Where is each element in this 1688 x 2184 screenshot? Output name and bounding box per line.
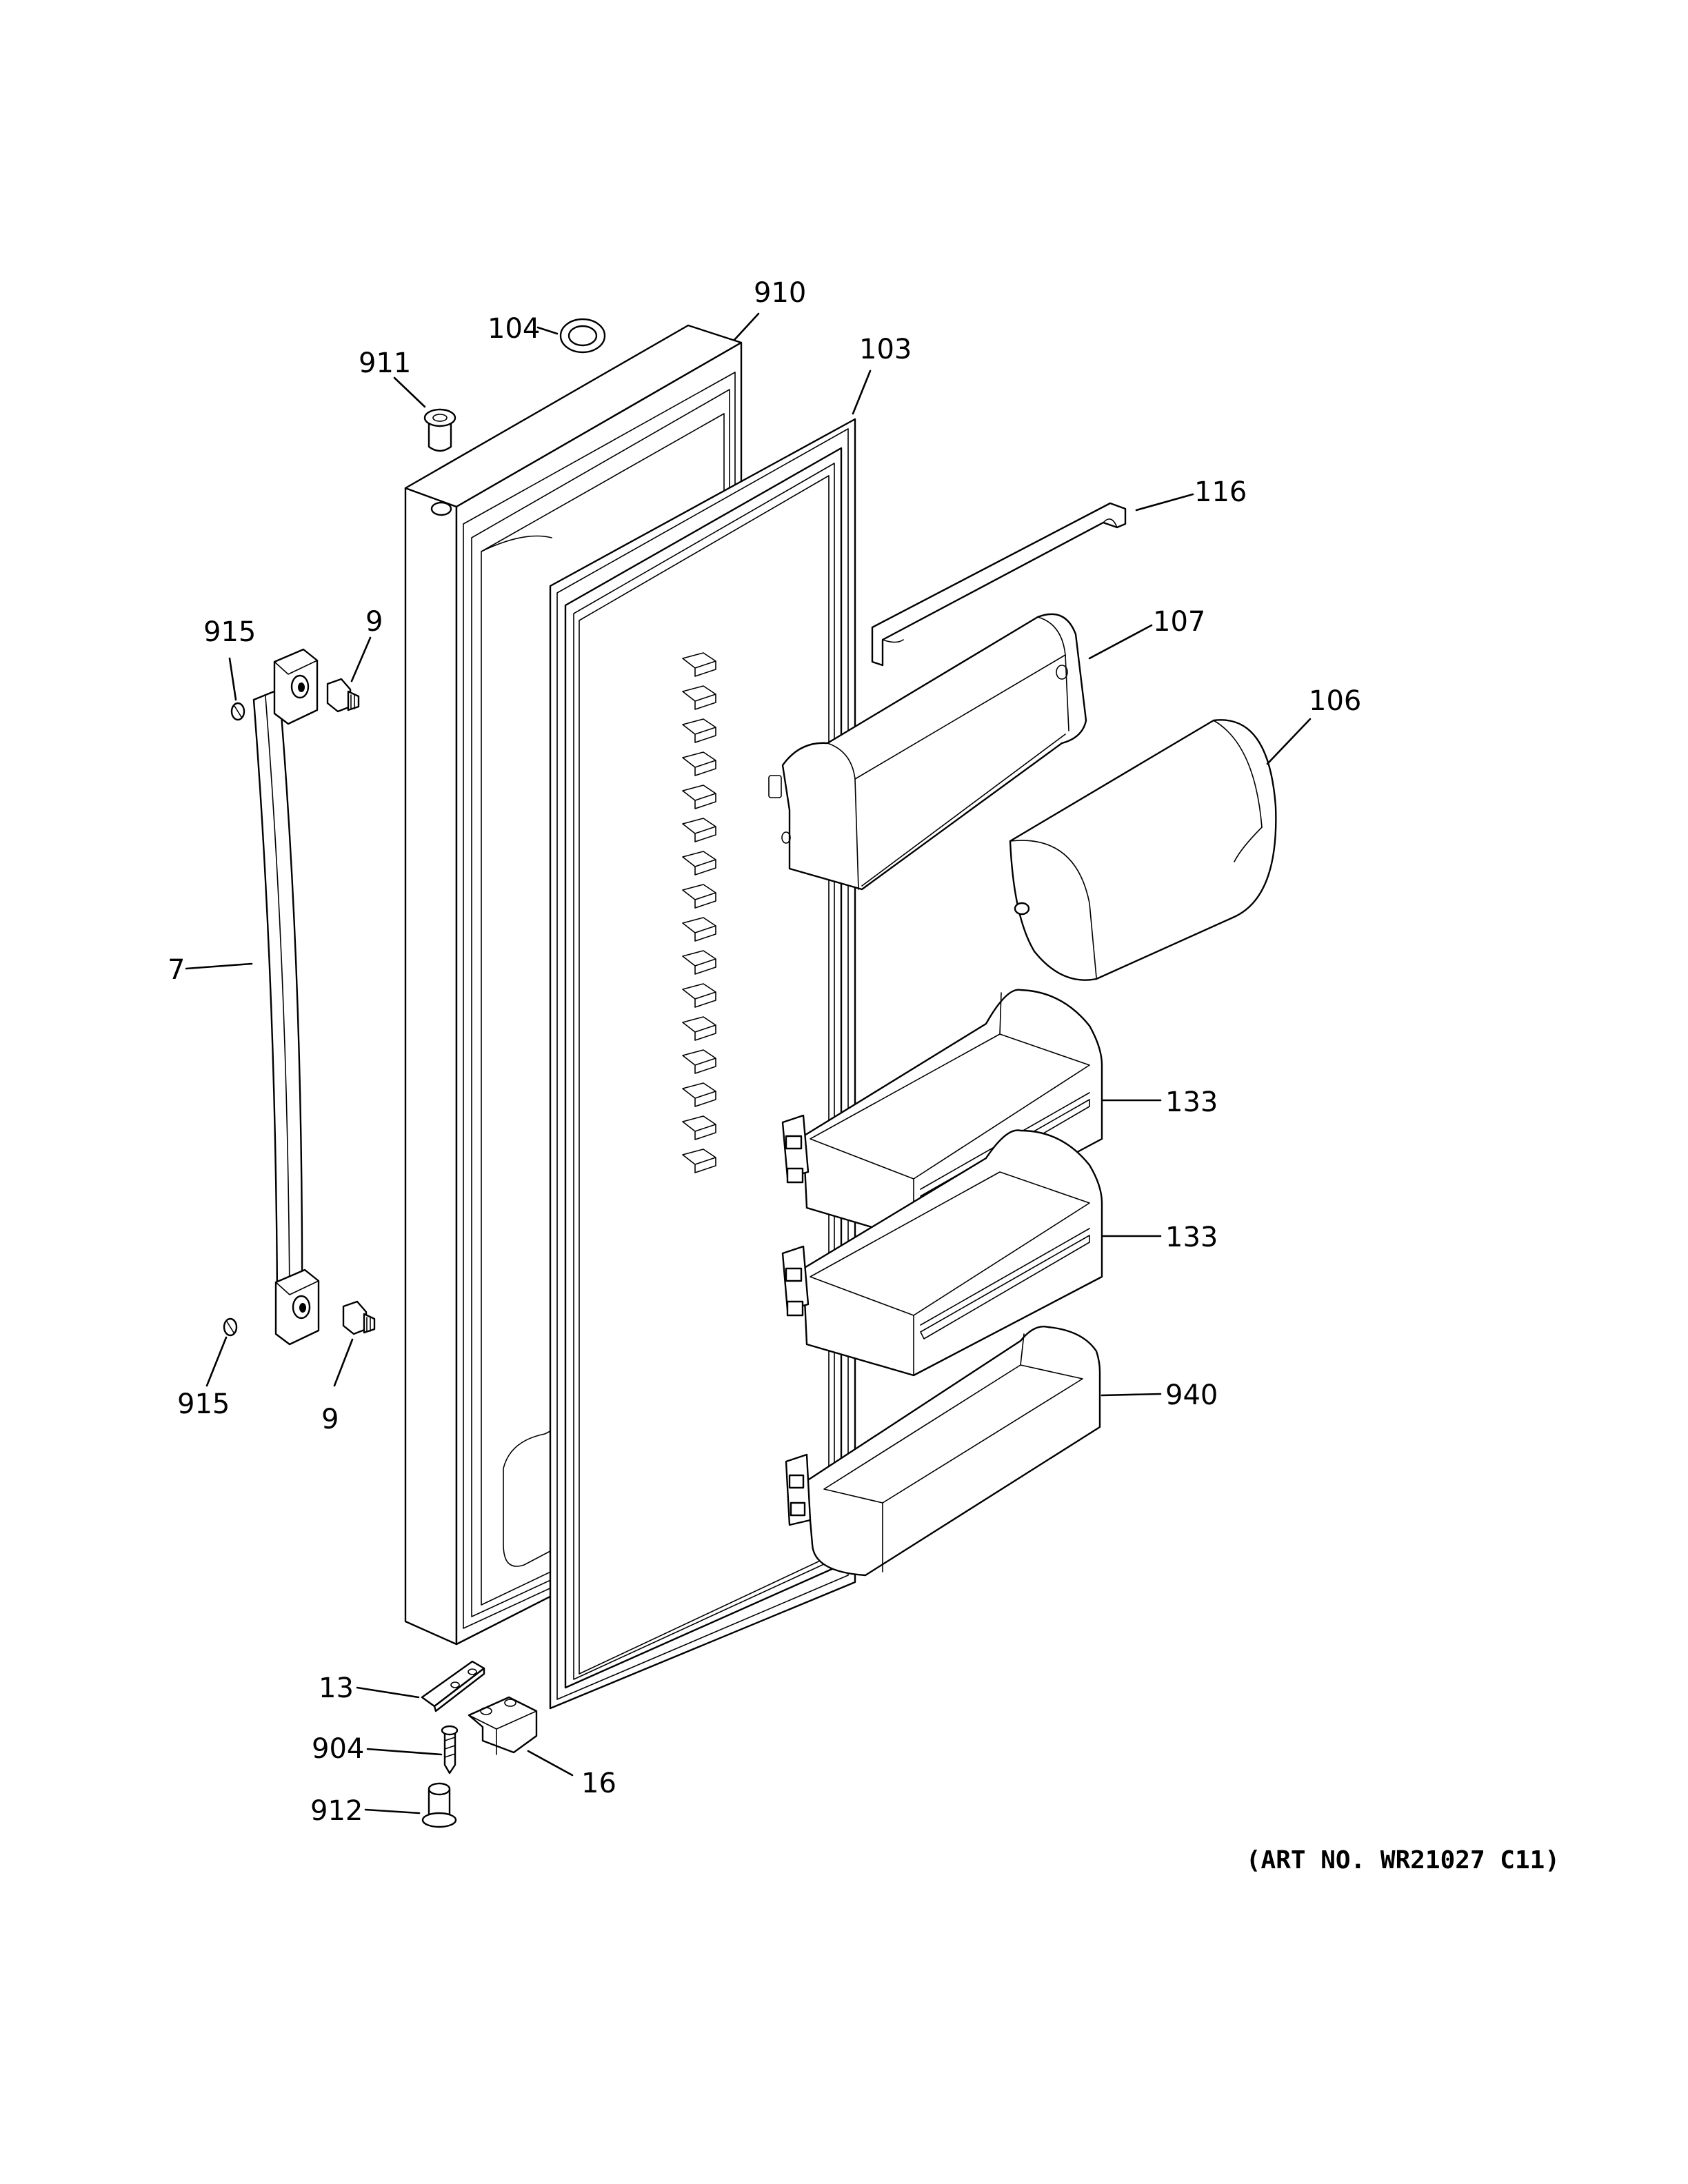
callout-9-top: 9 <box>365 606 383 638</box>
bin-cover <box>871 502 1127 667</box>
leader-lines <box>185 312 1312 1814</box>
hinge-shim <box>421 1660 485 1712</box>
door-handle <box>252 648 320 1346</box>
top-cap <box>423 408 456 452</box>
screw <box>441 1725 459 1775</box>
callout-915-top: 915 <box>203 616 256 648</box>
callout-133-lower: 133 <box>1165 1222 1218 1253</box>
set-screw-top <box>230 702 245 721</box>
callout-106: 106 <box>1309 685 1361 717</box>
callout-911: 911 <box>359 347 411 379</box>
callout-labels: 910 104 103 911 116 107 106 915 9 7 133 … <box>168 277 1361 1827</box>
callout-104: 104 <box>488 313 540 345</box>
callout-13: 13 <box>319 1672 354 1704</box>
shelf-rail-hooks <box>682 652 716 1173</box>
callout-912: 912 <box>310 1795 363 1827</box>
bottom-bearing <box>421 1782 457 1828</box>
mounting-stud-top <box>326 678 360 713</box>
callout-103: 103 <box>859 334 912 365</box>
grommet <box>559 318 606 354</box>
callout-116: 116 <box>1194 476 1247 508</box>
callout-910: 910 <box>754 277 806 309</box>
callout-133-upper: 133 <box>1165 1086 1218 1118</box>
callout-16: 16 <box>581 1768 616 1799</box>
mounting-stud-bottom <box>342 1300 376 1335</box>
callout-7: 7 <box>168 954 185 986</box>
callout-9-bottom: 9 <box>321 1404 339 1435</box>
door-bin-bottom <box>785 1326 1101 1577</box>
callout-904: 904 <box>312 1733 364 1765</box>
set-screw-bottom <box>223 1317 238 1337</box>
callout-107: 107 <box>1153 606 1205 638</box>
callout-940: 940 <box>1165 1379 1218 1411</box>
door-bin-lower <box>781 1129 1103 1377</box>
dairy-bin <box>768 613 1087 891</box>
hinge-bracket <box>468 1696 538 1755</box>
art-number: (ART NO. WR21027 C11) <box>1246 1846 1560 1874</box>
door-gasket <box>549 418 856 1710</box>
dairy-door <box>1009 719 1277 981</box>
callout-915-bottom: 915 <box>177 1388 230 1420</box>
